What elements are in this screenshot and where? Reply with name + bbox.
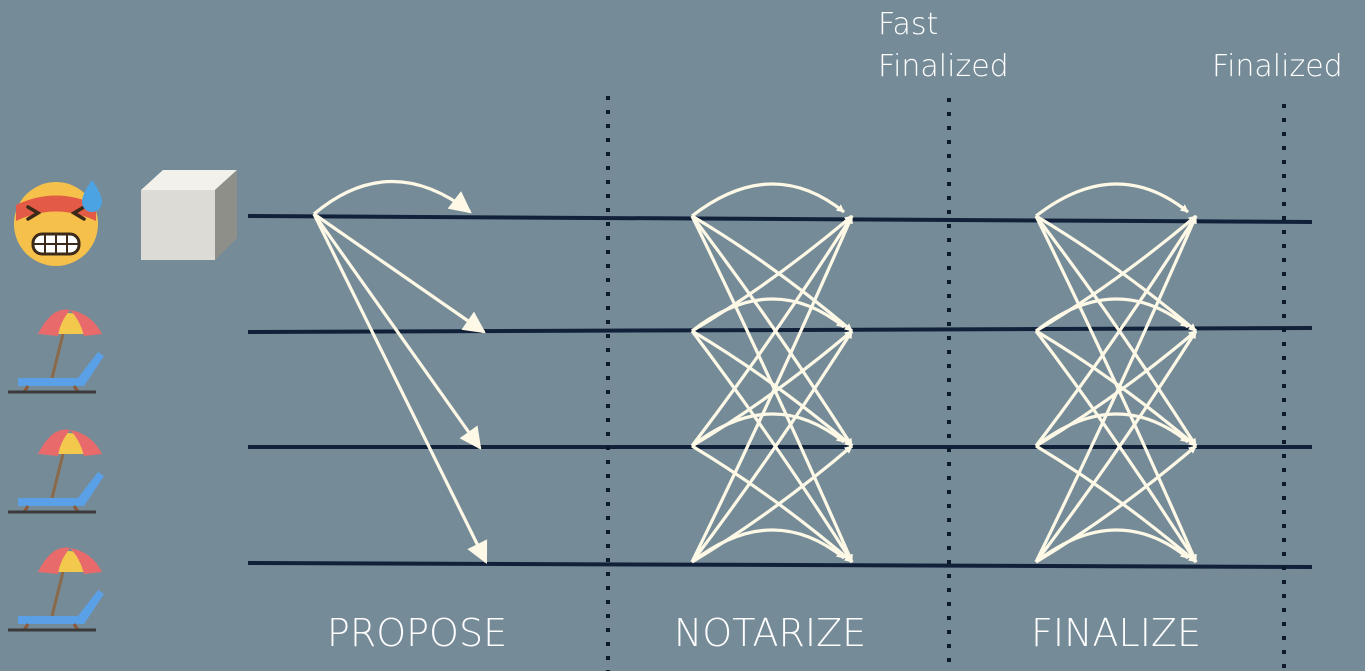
propose-arrows [312, 179, 488, 564]
finalize-arrow-2-to-2 [1035, 412, 1190, 448]
finalize-arrow-0-to-0 [1035, 182, 1190, 218]
notarize-arrows [690, 182, 854, 564]
phase-label-propose: PROPOSE [327, 611, 507, 655]
finalized-label: Finalized [1212, 49, 1343, 84]
notarize-arrow-1-to-1 [691, 297, 846, 333]
phase-label-notarize: NOTARIZE [674, 611, 866, 655]
replica-icons [8, 309, 104, 632]
finalize-arrow-0-to-1 [1035, 214, 1198, 333]
phase-dividers [606, 96, 1286, 671]
finalize-arrow-3-to-1 [1034, 330, 1198, 563]
cube-icon [141, 170, 237, 260]
notarize-arrow-1-to-3 [690, 330, 854, 563]
timeline-replica-1 [247, 326, 1313, 334]
stressed-face-icon [14, 180, 102, 266]
notarize-arrow-2-to-2 [691, 412, 846, 448]
timeline-replica-3 [247, 561, 1313, 569]
notarize-arrow-2-to-0 [690, 215, 854, 447]
beach-chair-icon [8, 309, 104, 394]
notarize-arrow-0-to-1 [691, 214, 854, 333]
notarize-arrow-3-to-3 [691, 528, 846, 564]
propose-arrow-replica-2 [312, 213, 482, 450]
propose-arrow-self [312, 179, 472, 216]
beach-chair-icon [8, 547, 104, 632]
notarize-arrow-0-to-0 [691, 182, 846, 218]
finalize-arrow-0-to-2 [1034, 215, 1198, 447]
finalize-arrow-2-to-3 [1035, 444, 1198, 564]
beach-chair-icon [8, 429, 104, 514]
fast-finalized-label-line2: Finalized [878, 49, 1009, 84]
notarize-arrow-3-to-1 [690, 330, 854, 563]
finalize-arrow-1-to-2 [1035, 329, 1198, 448]
finalize-arrow-1-to-1 [1035, 297, 1190, 333]
notarize-arrow-2-to-3 [691, 444, 854, 564]
finalize-arrow-1-to-3 [1034, 330, 1198, 563]
notarize-arrow-1-to-2 [691, 329, 854, 448]
timelines [247, 214, 1313, 569]
phase-label-finalize: FINALIZE [1031, 611, 1201, 655]
finalize-arrow-2-to-0 [1034, 215, 1198, 447]
timeline-leader [247, 214, 1313, 224]
notarize-arrow-0-to-2 [690, 215, 854, 447]
finalize-arrow-3-to-0 [1034, 215, 1198, 563]
propose-arrow-replica-1 [313, 212, 486, 334]
fast-finalized-label-line1: Fast [878, 7, 938, 42]
notarize-arrow-3-to-0 [690, 215, 854, 563]
propose-arrow-replica-3 [312, 213, 488, 564]
finalize-arrow-3-to-3 [1035, 528, 1190, 564]
finalize-arrows [1034, 182, 1198, 564]
